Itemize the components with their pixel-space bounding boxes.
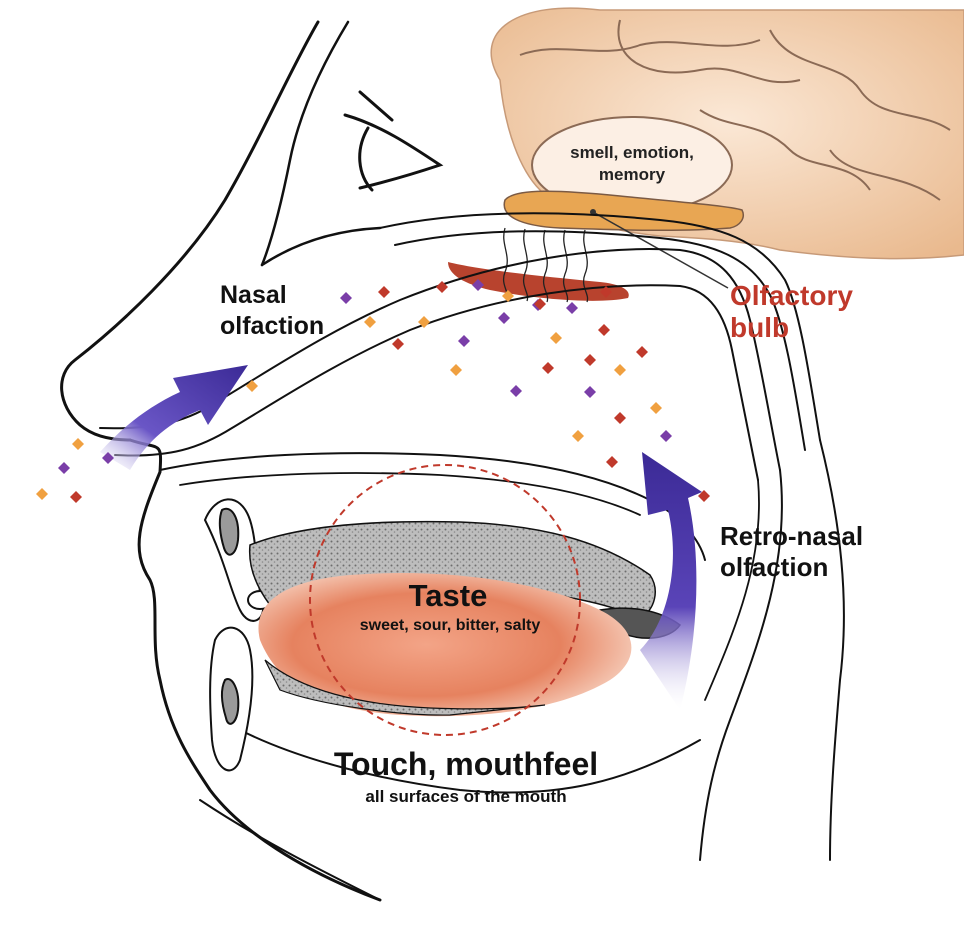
odor-molecule-icon	[650, 402, 662, 414]
eye-icon	[343, 90, 444, 192]
odor-molecule-icon	[572, 430, 584, 442]
odor-molecule-icon	[550, 332, 562, 344]
retronasal-label: Retro-nasal olfaction	[720, 521, 863, 582]
odor-molecule-icon	[450, 364, 462, 376]
teeth	[203, 498, 287, 772]
odor-molecule-icon	[418, 316, 430, 328]
retronasal-arrow-icon	[640, 452, 702, 710]
nasal-olfaction-line2: olfaction	[220, 312, 324, 340]
odor-molecules	[36, 279, 710, 503]
odor-molecule-icon	[606, 456, 618, 468]
nasal-olfaction-label: Nasal olfaction	[220, 281, 324, 340]
touch-title: Touch, mouthfeel	[334, 746, 598, 782]
touch-subtitle: all surfaces of the mouth	[365, 787, 566, 806]
olfactory-bulb-line1: Olfactory	[730, 280, 853, 311]
odor-molecule-icon	[510, 385, 522, 397]
brain-label-line1: smell, emotion,	[570, 143, 694, 162]
odor-molecule-icon	[364, 316, 376, 328]
odor-molecule-icon	[600, 286, 612, 298]
taste-title: Taste	[409, 578, 488, 613]
olfactory-bulb-label: Olfactory bulb	[730, 280, 853, 343]
odor-molecule-icon	[502, 290, 514, 302]
odor-molecule-icon	[614, 364, 626, 376]
odor-molecule-icon	[70, 491, 82, 503]
taste-subtitle: sweet, sour, bitter, salty	[360, 617, 541, 634]
odor-molecule-icon	[246, 380, 258, 392]
odor-molecule-icon	[584, 354, 596, 366]
taste-region-circle	[309, 464, 581, 736]
brain-label: smell, emotion, memory	[570, 143, 694, 184]
nasal-arrow-icon	[100, 365, 248, 470]
nasal-olfaction-line1: Nasal	[220, 281, 287, 309]
odor-molecule-icon	[636, 346, 648, 358]
odor-molecule-icon	[698, 490, 710, 502]
odor-molecule-icon	[102, 452, 114, 464]
olfactory-bulb-line2: bulb	[730, 312, 789, 343]
odor-molecule-icon	[660, 430, 672, 442]
olfactory-bulb	[503, 190, 744, 289]
odor-molecule-icon	[498, 312, 510, 324]
odor-molecule-icon	[436, 281, 448, 293]
odor-molecule-icon	[340, 292, 352, 304]
odor-molecule-icon	[58, 462, 70, 474]
olfactory-epithelium	[448, 262, 629, 301]
odor-molecule-icon	[378, 286, 390, 298]
odor-molecule-icon	[534, 298, 546, 310]
odor-molecule-icon	[458, 335, 470, 347]
odor-molecule-icon	[392, 338, 404, 350]
odor-molecule-icon	[72, 438, 84, 450]
odor-molecule-icon	[566, 302, 578, 314]
odor-molecule-icon	[472, 279, 484, 291]
retronasal-line2: olfaction	[720, 552, 828, 582]
odor-molecule-icon	[598, 324, 610, 336]
brain-label-line2: memory	[599, 165, 666, 184]
odor-molecule-icon	[542, 362, 554, 374]
odor-molecule-icon	[584, 386, 596, 398]
tongue	[258, 573, 632, 717]
retronasal-line1: Retro-nasal	[720, 521, 863, 551]
odor-molecule-icon	[614, 412, 626, 424]
odor-molecule-icon	[36, 488, 48, 500]
